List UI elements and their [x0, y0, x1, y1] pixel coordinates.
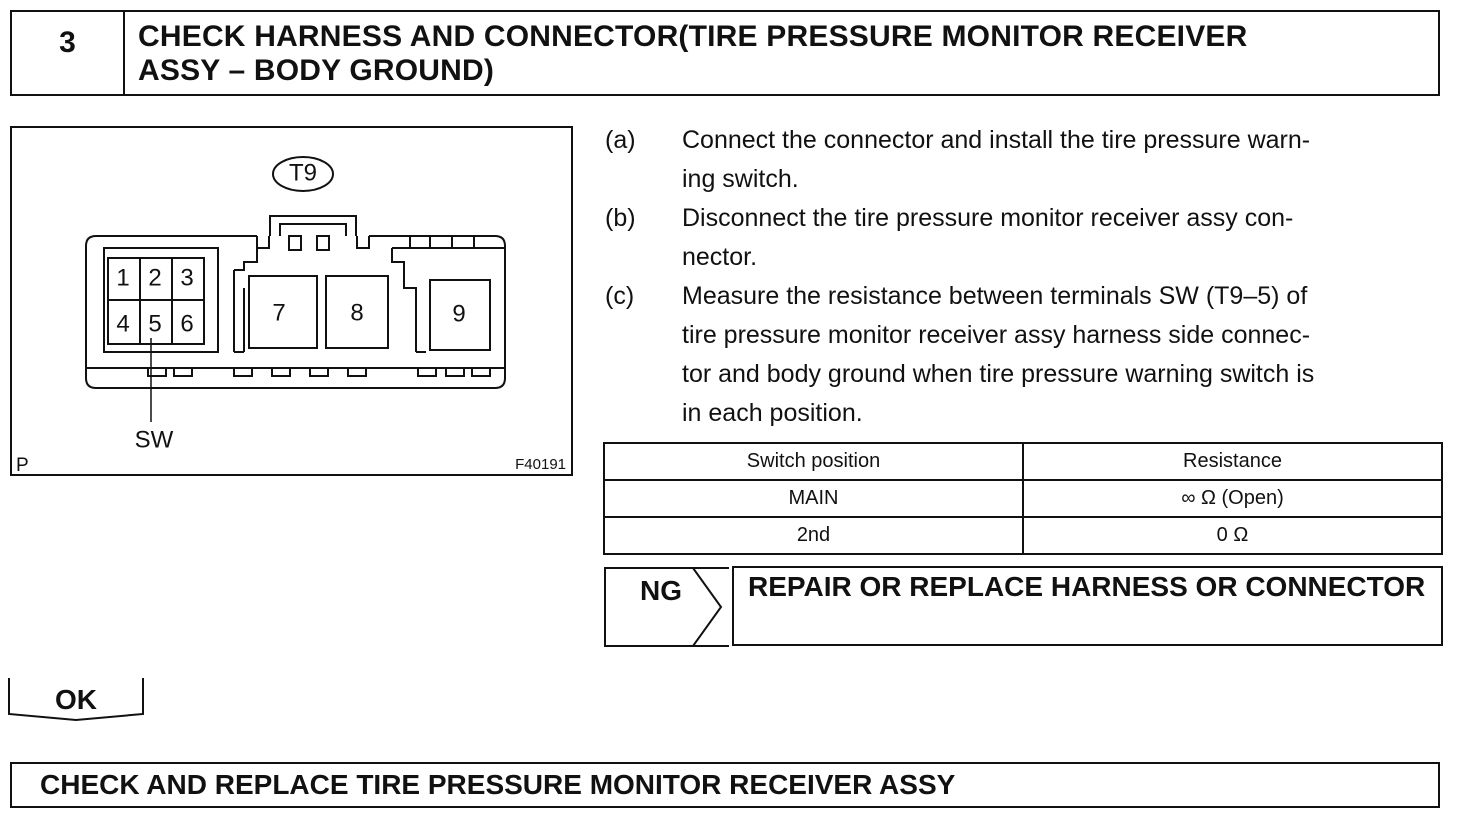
pin-7-cavity — [248, 275, 318, 349]
instruction-b-letter: (b) — [605, 204, 636, 232]
pin-7-label: 7 — [272, 299, 285, 326]
final-action-text: CHECK AND REPLACE TIRE PRESSURE MONITOR … — [40, 769, 956, 800]
ng-action-text: REPAIR OR REPLACE HARNESS OR CONNECTOR — [748, 571, 1426, 602]
table-header-switch: Switch position — [603, 442, 1024, 481]
pin-1-label: 1 — [116, 264, 129, 291]
connector-diagram: T9 1 2 3 4 5 6 7 8 9 SW P F40191 — [10, 126, 573, 476]
pin-9-label: 9 — [452, 300, 465, 327]
connector-id-oval — [272, 156, 334, 192]
pin-grid-small — [107, 257, 205, 345]
table-cell: 2nd — [603, 516, 1024, 555]
pin-9-cavity — [429, 279, 491, 351]
ok-arrow: OK — [8, 678, 144, 722]
ok-label: OK — [55, 684, 97, 715]
connector-drawing: T9 1 2 3 4 5 6 7 8 9 SW P F40191 — [16, 156, 566, 476]
pin-2-label: 2 — [148, 264, 161, 291]
instruction-b-line-1: Disconnect the tire pressure monitor rec… — [682, 204, 1294, 232]
table-row: 2nd 0 Ω — [603, 516, 1443, 555]
instruction-a-text: Connect the connector and install the ti… — [682, 121, 1442, 199]
corner-mark: P — [16, 455, 29, 476]
pin-4-label: 4 — [116, 310, 129, 337]
resistance-table: Switch position Resistance MAIN ∞ Ω (Ope… — [603, 442, 1443, 555]
connector-id: T9 — [289, 159, 317, 186]
instruction-b-line-2: nector. — [682, 243, 758, 271]
table-header-row: Switch position Resistance — [603, 442, 1443, 481]
step-title-line-2: ASSY – BODY GROUND) — [138, 54, 495, 87]
pin-8-cavity — [325, 275, 389, 349]
ng-action-box: REPAIR OR REPLACE HARNESS OR CONNECTOR — [732, 566, 1443, 646]
step-title: CHECK HARNESS AND CONNECTOR(TIRE PRESSUR… — [138, 20, 1428, 88]
instruction-c-line-4: in each position. — [682, 399, 863, 427]
instruction-c-line-3: tor and body ground when tire pressure w… — [682, 360, 1315, 388]
pin-3-label: 3 — [180, 264, 193, 291]
table-cell: MAIN — [603, 479, 1024, 518]
instruction-a-line-1: Connect the connector and install the ti… — [682, 126, 1311, 154]
pin-5-label: 5 — [148, 310, 161, 337]
instruction-c-line-1: Measure the resistance between terminals… — [682, 282, 1308, 310]
step-number: 3 — [12, 12, 125, 94]
table-cell: ∞ Ω (Open) — [1022, 479, 1443, 518]
instruction-b-text: Disconnect the tire pressure monitor rec… — [682, 199, 1442, 277]
instruction-a-line-2: ing switch. — [682, 165, 799, 193]
figure-code: F40191 — [515, 456, 566, 473]
sw-terminal-label: SW — [135, 426, 174, 453]
instruction-c-line-2: tire pressure monitor receiver assy harn… — [682, 321, 1311, 349]
ng-label: NG — [640, 575, 682, 606]
table-header-resistance: Resistance — [1022, 442, 1443, 481]
instruction-a-letter: (a) — [605, 126, 636, 154]
step-header: 3 CHECK HARNESS AND CONNECTOR(TIRE PRESS… — [10, 10, 1440, 96]
instruction-c-text: Measure the resistance between terminals… — [682, 277, 1442, 433]
table-cell: 0 Ω — [1022, 516, 1443, 555]
final-action-box: CHECK AND REPLACE TIRE PRESSURE MONITOR … — [10, 762, 1440, 808]
pin-6-label: 6 — [180, 310, 193, 337]
instruction-c-letter: (c) — [605, 282, 635, 310]
table-row: MAIN ∞ Ω (Open) — [603, 479, 1443, 518]
ng-arrow: NG — [604, 567, 729, 647]
step-title-line-1: CHECK HARNESS AND CONNECTOR(TIRE PRESSUR… — [138, 20, 1248, 53]
pin-8-label: 8 — [350, 299, 363, 326]
